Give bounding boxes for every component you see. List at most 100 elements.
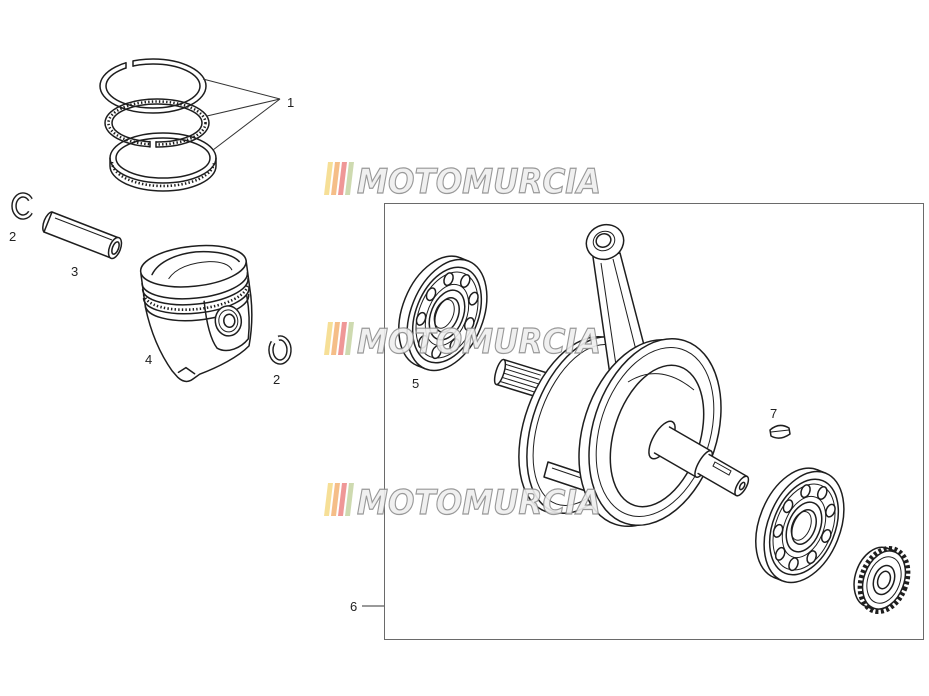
watermark-stripe bbox=[338, 483, 347, 516]
circlip-left: 2 bbox=[9, 192, 33, 244]
crankshaft bbox=[493, 223, 750, 528]
second-ring-outer-edge bbox=[104, 98, 210, 148]
piston-ring-groove bbox=[142, 286, 250, 315]
circlip-left-highlight bbox=[12, 193, 32, 219]
callout-circlip-right[interactable]: 2 bbox=[273, 372, 280, 387]
bearing-left-ball bbox=[415, 311, 427, 326]
oil-ring bbox=[109, 132, 217, 192]
second-ring-inner-edge bbox=[111, 103, 203, 143]
bearing-right bbox=[755, 467, 845, 584]
circlip-right-highlight bbox=[269, 336, 291, 364]
bearing-left-ball bbox=[459, 273, 471, 288]
circlip-right: 2 bbox=[268, 335, 292, 387]
right-shaft-end bbox=[734, 475, 750, 497]
piston-pin-body bbox=[43, 211, 120, 259]
bearing-right-ball bbox=[816, 485, 828, 500]
piston-ring-groove bbox=[144, 293, 250, 322]
bearing-left-ball bbox=[449, 338, 461, 353]
bearing-right-ball bbox=[774, 546, 786, 561]
drive-gear-bore bbox=[876, 570, 892, 590]
bearing-left-ball bbox=[425, 287, 437, 302]
right-shaft-main-edge bbox=[668, 426, 712, 452]
right-shaft-tip-edge bbox=[697, 472, 737, 497]
callout-piston-rings[interactable]: 1 bbox=[287, 95, 294, 110]
callout-piston[interactable]: 4 bbox=[145, 352, 152, 367]
bearing-right-ball bbox=[772, 523, 784, 538]
woodruff-key-edge bbox=[770, 429, 790, 433]
bearing-right-ball bbox=[806, 550, 818, 565]
connecting-rod-small-end-bore bbox=[595, 233, 612, 248]
bearing-right-bore bbox=[791, 509, 817, 545]
right-shaft-main-edge bbox=[653, 452, 697, 478]
callout-bearing[interactable]: 5 bbox=[412, 376, 419, 391]
left-shaft-spline bbox=[498, 375, 538, 389]
bearing-left-outer-race-edge bbox=[411, 266, 483, 364]
piston-pin-hole bbox=[223, 313, 236, 329]
piston-skirt-notch bbox=[177, 366, 196, 375]
callout-circlip-left[interactable]: 2 bbox=[9, 229, 16, 244]
piston-pin: 3 bbox=[42, 211, 123, 279]
left-shaft-spline bbox=[499, 371, 539, 385]
watermark-stripe bbox=[331, 162, 340, 195]
bearing-left-ball bbox=[463, 317, 475, 331]
watermark: MOTOMURCIA bbox=[324, 161, 602, 203]
crankshaft-assembly-frame bbox=[384, 203, 924, 640]
callout-key[interactable]: 7 bbox=[770, 406, 777, 421]
watermark-text: MOTOMURCIA bbox=[357, 322, 601, 362]
callout-piston-pin[interactable]: 3 bbox=[71, 264, 78, 279]
watermark-stripe bbox=[338, 322, 347, 355]
watermark-stripe bbox=[331, 322, 340, 355]
leader-line bbox=[206, 98, 281, 117]
bearing-left-bore-depth bbox=[433, 299, 455, 329]
left-shaft-spline bbox=[502, 362, 541, 376]
bearing-right-ball bbox=[782, 499, 794, 514]
piston-pin-boss-recess bbox=[203, 295, 250, 352]
oil-ring-inner-edge bbox=[115, 137, 211, 179]
left-shaft-spline bbox=[501, 367, 540, 380]
bearing-left-ball bbox=[468, 291, 479, 306]
top-ring-outer-edge bbox=[99, 58, 207, 114]
watermark-stripe bbox=[324, 483, 333, 516]
watermark-stripe bbox=[324, 322, 333, 355]
front-web-counterweight-edge bbox=[627, 373, 695, 391]
leader-line bbox=[202, 78, 281, 100]
bearing-right-bore-depth bbox=[790, 511, 812, 541]
drive-gear-root-circle bbox=[866, 556, 902, 604]
piston-rings-leaders bbox=[202, 78, 281, 151]
bearing-right-ball bbox=[800, 484, 811, 499]
bearing-left-ball bbox=[431, 345, 442, 360]
drive-gear-teeth bbox=[857, 546, 911, 614]
bearing-left-ball bbox=[443, 272, 454, 287]
top-ring-end-gap bbox=[126, 59, 133, 69]
watermark-stripe bbox=[331, 483, 340, 516]
second-ring-texture bbox=[107, 100, 207, 146]
right-shaft-tip-fill bbox=[698, 454, 748, 496]
left-shaft-spline bbox=[497, 380, 536, 393]
watermark-stripe bbox=[345, 483, 354, 516]
right-shaft-center-hole bbox=[738, 481, 746, 491]
woodruff-key: 7 bbox=[769, 406, 791, 439]
bearing-left-drawing bbox=[398, 255, 488, 372]
bearing-right-ball bbox=[788, 557, 799, 572]
piston-drawing bbox=[139, 244, 253, 383]
piston-pin-far-end bbox=[42, 211, 53, 233]
top-compression-ring bbox=[99, 58, 207, 114]
piston-crown-ridge bbox=[151, 250, 240, 276]
right-shaft-tip-edge bbox=[708, 453, 748, 478]
bearing-left-bore bbox=[434, 297, 460, 333]
second-ring-end-gap bbox=[150, 140, 156, 148]
drive-gear bbox=[853, 546, 911, 614]
watermark-text: MOTOMURCIA bbox=[357, 483, 601, 523]
callout-crankshaft-assembly[interactable]: 6 bbox=[350, 599, 357, 614]
woodruff-key-body bbox=[769, 424, 791, 439]
left-shaft-end bbox=[493, 358, 507, 386]
crankshaft-right-shaft bbox=[648, 420, 750, 497]
connecting-rod-small-end-chamfer bbox=[592, 230, 616, 252]
piston-pin-boss-groove bbox=[218, 309, 239, 333]
top-ring-inner-edge bbox=[105, 63, 201, 109]
piston-skirt bbox=[140, 259, 253, 383]
bearing-left: 5 bbox=[398, 255, 488, 391]
oil-ring-rail-texture bbox=[110, 161, 216, 188]
watermark-stripe bbox=[345, 322, 354, 355]
